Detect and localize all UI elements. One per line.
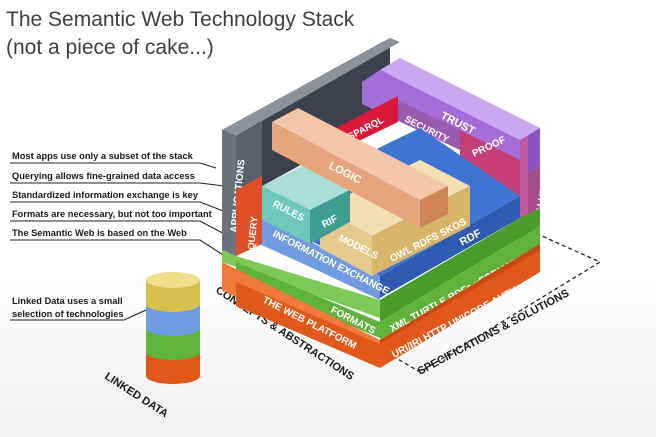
layer-query <box>236 176 262 256</box>
layer-web-platform <box>222 244 540 368</box>
layer-logic <box>272 108 448 228</box>
annotation-formats: Formats are necessary, but not too impor… <box>12 209 212 219</box>
annotation-subset: Most apps use only a subset of the stack <box>12 151 194 161</box>
annotation-web: The Semantic Web is based on the Web <box>12 228 187 238</box>
annotation-linked-data-1: Linked Data uses a small <box>12 296 123 306</box>
diagram-title: The Semantic Web Technology Stack <box>6 8 355 31</box>
layer-proof <box>460 130 520 196</box>
annotation-querying: Querying allows fine-grained data access <box>12 171 195 181</box>
annotation-linked-data-2: selection of technologies <box>12 309 124 319</box>
layer-security <box>398 100 460 150</box>
diagram-subtitle: (not a piece of cake...) <box>6 36 214 59</box>
back-wall-edge <box>222 38 400 136</box>
label-query: QUERY <box>246 215 261 250</box>
linked-data-cylinder <box>146 272 200 384</box>
layer-formats <box>222 208 540 340</box>
layer-rules <box>262 166 350 244</box>
annotation-exchange: Standardized information exchange is key <box>12 190 199 200</box>
layer-information-exchange <box>236 214 380 300</box>
